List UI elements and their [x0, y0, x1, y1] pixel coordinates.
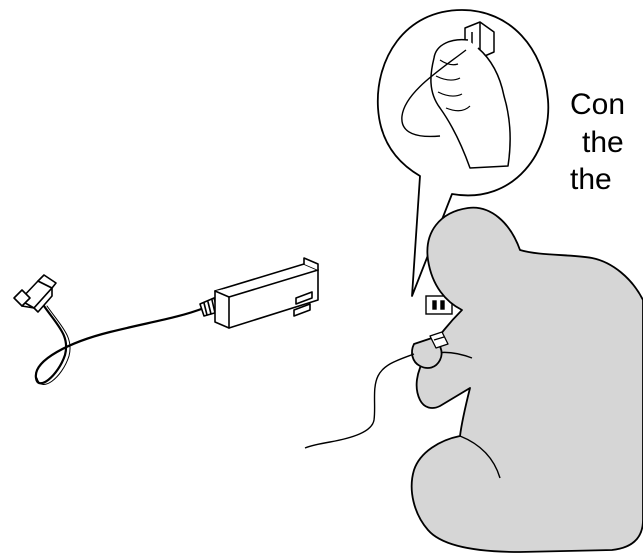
callout-cable: [401, 49, 467, 138]
zoom-callout: [376, 9, 550, 297]
wall-outlet: [425, 295, 453, 315]
person-cable: [304, 353, 415, 449]
adapter-cable: [34, 304, 206, 385]
right-angle-plug: [13, 274, 57, 313]
callout-hand: [430, 38, 511, 169]
person-silhouette: [410, 206, 643, 553]
held-plug: [429, 331, 449, 349]
callout-bubble: [376, 9, 550, 297]
adapter-body: [214, 257, 319, 329]
power-adapter-illustration: [13, 257, 319, 385]
